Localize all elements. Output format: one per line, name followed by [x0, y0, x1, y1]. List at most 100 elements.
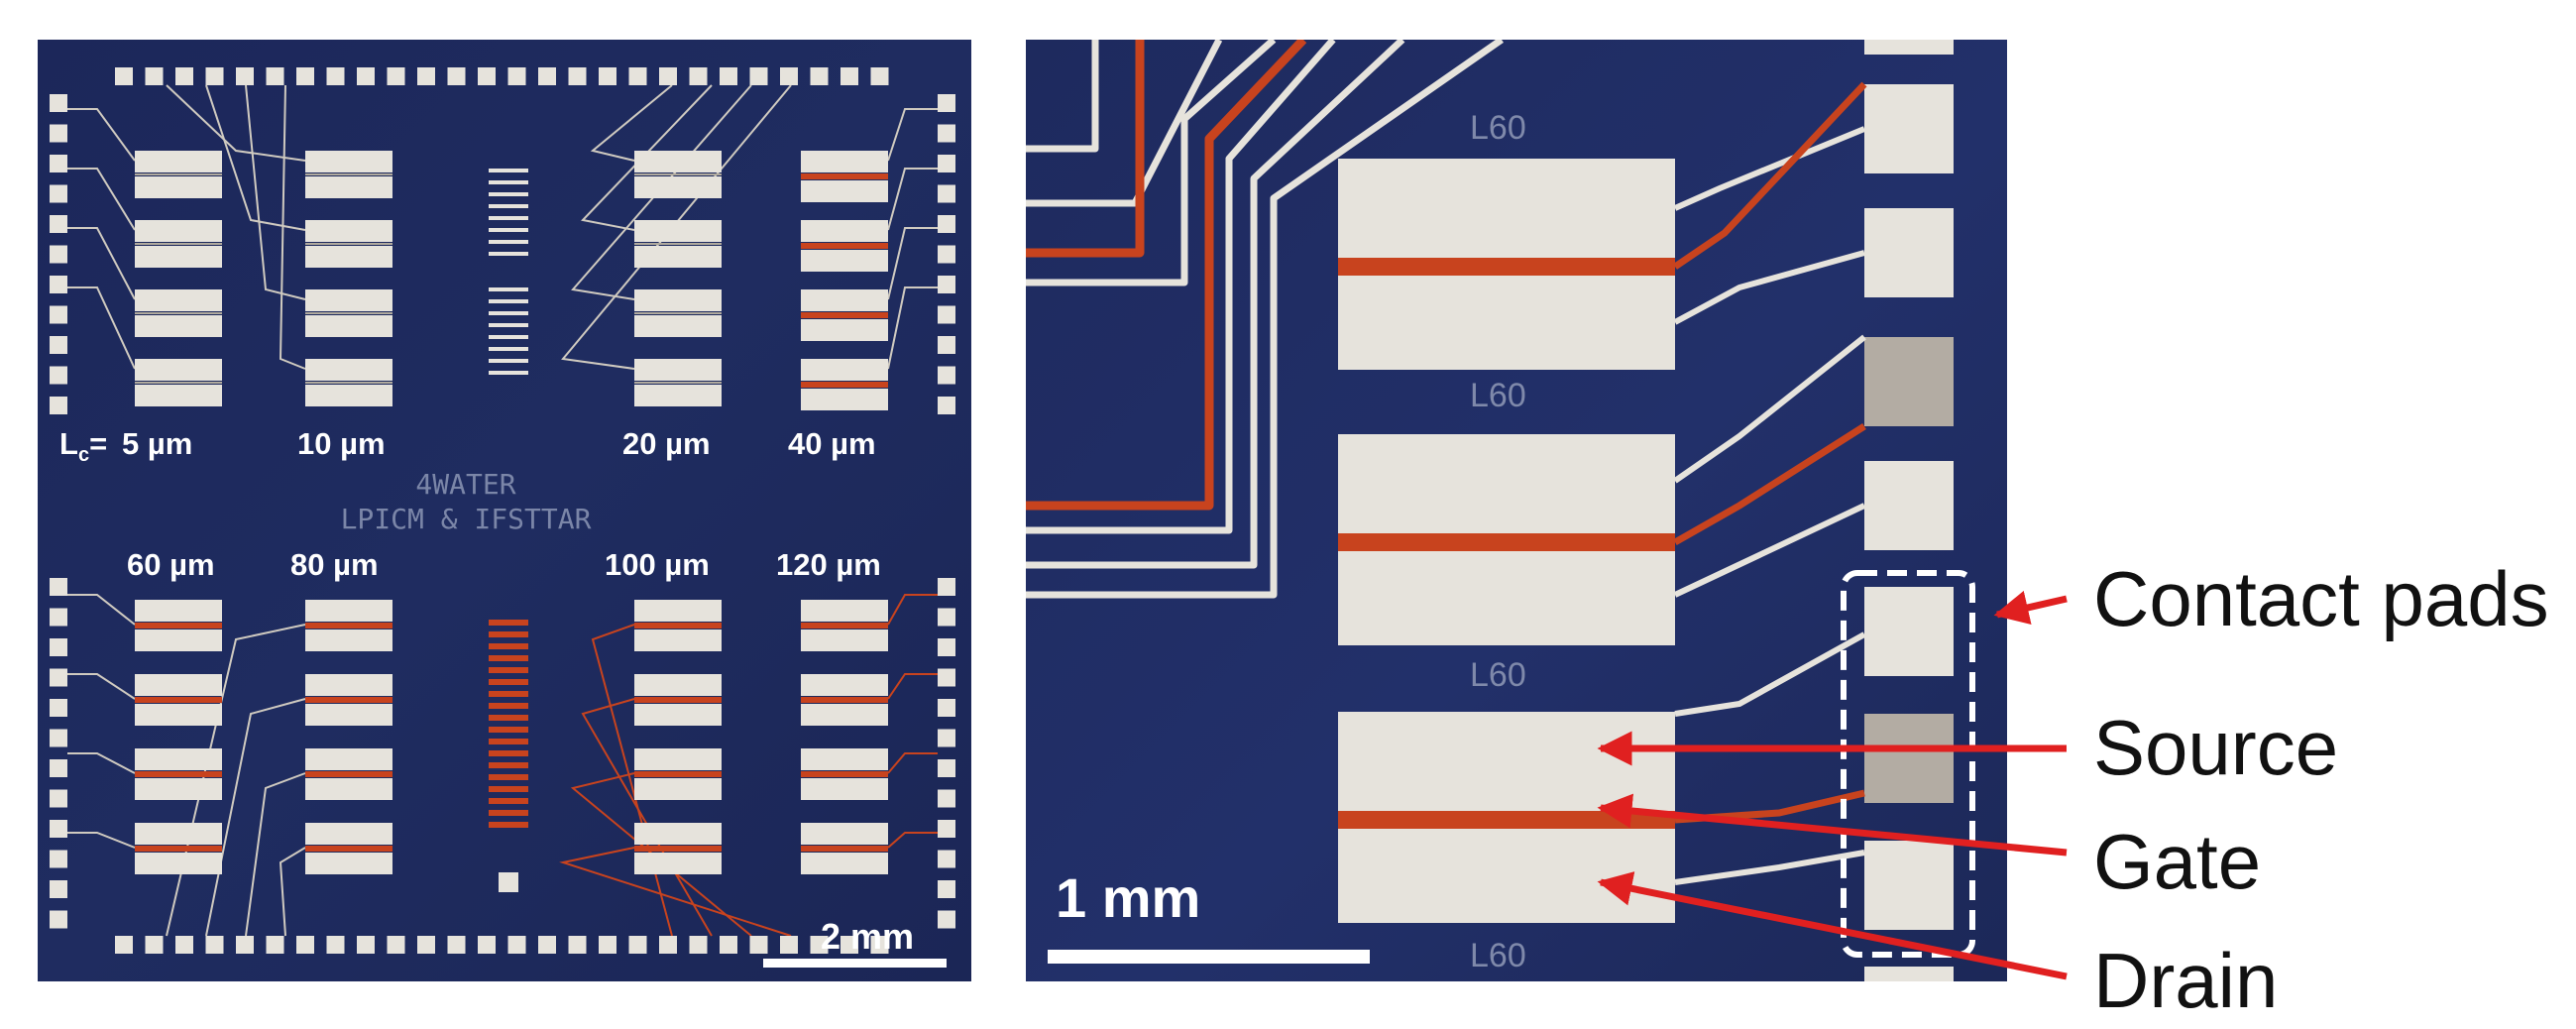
test-line	[489, 750, 528, 756]
device-3	[1338, 631, 1866, 923]
perimeter-pad	[50, 910, 67, 929]
drain-electrode	[135, 778, 222, 800]
device-2	[1338, 334, 1866, 645]
drain-electrode	[634, 315, 722, 337]
test-line	[489, 762, 528, 768]
source-electrode	[135, 289, 222, 311]
drain-electrode	[634, 778, 722, 800]
label-lc-40um: 40 µm	[788, 426, 876, 461]
perimeter-pad	[175, 936, 193, 954]
scale-bar-label: 2 mm	[821, 916, 914, 957]
perimeter-pad	[628, 936, 647, 954]
source-electrode	[305, 748, 392, 770]
source-electrode	[305, 600, 392, 622]
perimeter-pad	[938, 820, 955, 838]
label-lc-20um: 20 µm	[622, 426, 711, 461]
chip-name-text: 4WATER	[415, 468, 515, 501]
interconnect-traces	[1026, 40, 1504, 599]
drain-electrode	[305, 246, 392, 268]
source-electrode	[801, 151, 888, 172]
drain-electrode	[634, 385, 722, 406]
source-electrode	[801, 600, 888, 622]
gate-electrode	[634, 846, 722, 852]
scale-bar-label: 1 mm	[1056, 866, 1200, 929]
source-electrode	[305, 220, 392, 242]
source-electrode	[305, 674, 392, 696]
perimeter-pad	[780, 936, 798, 954]
perimeter-pad	[938, 578, 955, 596]
perimeter-pad	[50, 366, 67, 385]
test-pad	[499, 872, 518, 892]
gate-electrode	[135, 243, 222, 245]
source-electrode	[135, 823, 222, 845]
label-lc-5um: 5 µm	[122, 426, 192, 461]
device-label: L60	[1470, 937, 1526, 974]
perimeter-pad	[938, 366, 955, 385]
gate-electrode	[634, 173, 722, 175]
perimeter-pad	[659, 936, 677, 954]
drain-electrode	[1338, 276, 1675, 370]
source-electrode	[634, 823, 722, 845]
perimeter-pad	[938, 336, 955, 354]
scale-bar	[1048, 950, 1370, 964]
perimeter-pad	[538, 67, 556, 85]
perimeter-pad	[938, 124, 955, 143]
test-line	[489, 798, 528, 804]
perimeter-pad	[720, 936, 737, 954]
perimeter-pad	[50, 850, 67, 868]
perimeter-pad	[115, 936, 133, 954]
test-line	[489, 335, 528, 339]
perimeter-pad	[689, 67, 708, 85]
gate-electrode	[135, 771, 222, 777]
perimeter-pad	[236, 936, 254, 954]
perimeter-pad	[938, 759, 955, 777]
gate-electrode	[634, 771, 722, 777]
perimeter-pad	[50, 336, 67, 354]
perimeter-pad	[387, 936, 405, 954]
contact-pad	[1864, 587, 1954, 676]
perimeter-pad	[938, 276, 955, 293]
perimeter-pad	[145, 67, 164, 85]
test-line	[489, 299, 528, 303]
test-line	[489, 667, 528, 673]
perimeter-pad	[205, 936, 224, 954]
perimeter-pad	[507, 936, 526, 954]
perimeter-pad	[938, 850, 955, 868]
drain-electrode	[1338, 829, 1675, 923]
perimeter-pad	[50, 880, 67, 898]
test-line	[489, 786, 528, 792]
source-electrode	[634, 674, 722, 696]
perimeter-pad	[50, 276, 67, 293]
source-electrode	[801, 674, 888, 696]
perimeter-pad	[387, 67, 405, 85]
perimeter-pad	[357, 936, 375, 954]
perimeter-pad	[50, 397, 67, 414]
test-line	[489, 228, 528, 232]
perimeter-pad	[810, 67, 829, 85]
chip-overview-photo: Lc= 5 µm 10 µm 20 µm 40 µm 4WATER LPICM …	[38, 40, 971, 981]
device-label: L60	[1470, 656, 1526, 694]
gate-electrode	[634, 382, 722, 384]
perimeter-pad	[50, 789, 67, 808]
perimeter-pad	[810, 936, 829, 954]
test-line	[489, 216, 528, 220]
perimeter-pad	[938, 699, 955, 717]
test-line	[489, 240, 528, 244]
drain-electrode	[305, 853, 392, 874]
source-electrode	[634, 359, 722, 381]
gate-electrode	[634, 312, 722, 314]
gate-electrode	[801, 382, 888, 388]
test-line	[489, 287, 528, 291]
test-line	[489, 371, 528, 375]
contact-pads-column	[1864, 40, 1954, 981]
source-electrode	[135, 674, 222, 696]
label-lc-60um: 60 µm	[127, 547, 215, 582]
test-line	[489, 347, 528, 351]
test-line	[489, 631, 528, 637]
test-line	[489, 311, 528, 315]
gate-electrode	[305, 382, 392, 384]
test-line	[489, 204, 528, 208]
perimeter-pad	[870, 67, 889, 85]
gate-electrode	[801, 771, 888, 777]
source-electrode	[634, 289, 722, 311]
